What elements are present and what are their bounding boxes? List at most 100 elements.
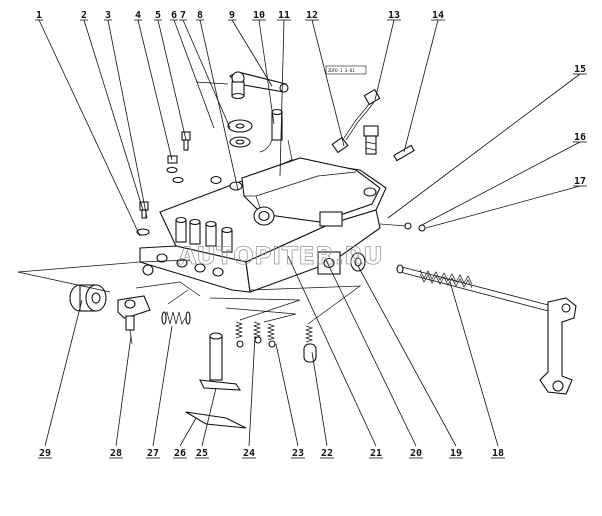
pin — [393, 144, 415, 162]
callout-number: 24 — [243, 448, 255, 459]
callout-27: 27 — [146, 325, 173, 459]
callout-number: 9 — [229, 10, 235, 21]
callout-leader — [311, 19, 345, 147]
callout-number: 23 — [292, 448, 304, 459]
callout-1: 1 — [35, 10, 141, 237]
callout-22: 22 — [311, 351, 334, 459]
callout-number: 19 — [450, 448, 462, 459]
plunger-pin — [185, 332, 247, 429]
callout-21: 21 — [287, 255, 383, 459]
callout-28: 28 — [109, 335, 132, 459]
callout-29: 29 — [38, 299, 83, 459]
callout-4: 4 — [134, 10, 173, 161]
callout-24: 24 — [242, 335, 256, 459]
callout-number: 10 — [253, 10, 265, 21]
callout-6: 6 — [170, 10, 215, 129]
callout-number: 27 — [147, 448, 159, 459]
callout-number: 4 — [135, 10, 141, 21]
callout-25: 25 — [195, 387, 217, 459]
callout-leader — [201, 387, 217, 447]
callout-number: 15 — [574, 64, 586, 75]
callout-leader — [449, 281, 499, 447]
callout-leader — [374, 19, 395, 101]
callout-number: 20 — [410, 448, 422, 459]
callout-leader — [325, 259, 417, 447]
callout-leader — [115, 335, 132, 447]
callout-leader — [248, 335, 256, 447]
callout-leader — [311, 351, 328, 447]
callout-18: 18 — [449, 281, 505, 459]
link-pins — [379, 222, 426, 232]
callout-leader — [83, 19, 144, 211]
callout-leader — [279, 19, 285, 177]
callout-leader — [199, 19, 239, 191]
callout-number: 17 — [574, 176, 586, 187]
callout-leader — [182, 19, 231, 129]
callout-leader — [179, 417, 197, 447]
callout-leader — [137, 19, 173, 161]
top-lever — [195, 71, 289, 153]
watermark: AUTOPITER.RU — [178, 242, 383, 270]
callout-26: 26 — [173, 417, 197, 459]
projection-lines — [17, 259, 362, 325]
callout-leader — [275, 343, 299, 447]
callout-leader — [419, 141, 581, 227]
pressure-sensor: ZDFD-1 3-01 — [325, 65, 381, 155]
callout-10: 10 — [252, 10, 275, 125]
callout-11: 11 — [277, 10, 291, 177]
callout-leader — [152, 325, 173, 447]
small-springs — [234, 321, 317, 363]
callout-8: 8 — [196, 10, 239, 191]
callout-leader — [44, 299, 83, 447]
callout-leader — [387, 73, 581, 219]
callout-leader — [38, 19, 141, 237]
callout-12: 12 — [305, 10, 345, 147]
callout-17: 17 — [425, 176, 587, 229]
bottom-cap — [69, 284, 107, 312]
callout-leader — [357, 265, 457, 447]
callout-number: 2 — [81, 10, 87, 21]
callout-number: 5 — [155, 10, 161, 21]
callout-23: 23 — [275, 343, 305, 459]
callout-number: 21 — [370, 448, 382, 459]
selector-fork — [117, 295, 151, 345]
callout-number: 12 — [306, 10, 318, 21]
callout-3: 3 — [104, 10, 148, 219]
callout-leader — [403, 19, 439, 153]
callout-number: 1 — [36, 10, 42, 21]
callout-number: 18 — [492, 448, 504, 459]
callout-number: 3 — [105, 10, 111, 21]
callout-leader — [425, 185, 581, 229]
callout-leader — [287, 255, 377, 447]
spring-27 — [161, 310, 191, 326]
callout-number: 11 — [278, 10, 290, 21]
small-bolts — [136, 131, 191, 236]
callout-leader — [173, 19, 215, 129]
shift-rod-assembly — [350, 252, 577, 395]
callout-13: 13 — [374, 10, 401, 101]
valve-housing — [139, 139, 387, 293]
callout-number: 29 — [39, 448, 51, 459]
callout-19: 19 — [357, 265, 463, 459]
callout-20: 20 — [325, 259, 423, 459]
callout-leader — [258, 19, 275, 125]
callout-14: 14 — [403, 10, 445, 153]
callout-number: 13 — [388, 10, 400, 21]
callout-number: 14 — [432, 10, 444, 21]
washers — [227, 119, 253, 148]
callout-16: 16 — [419, 132, 587, 227]
callout-number: 25 — [196, 448, 208, 459]
callout-number: 22 — [321, 448, 333, 459]
callout-number: 28 — [110, 448, 122, 459]
callout-leader — [231, 19, 273, 87]
callout-number: 8 — [197, 10, 203, 21]
callout-number: 26 — [174, 448, 186, 459]
callout-2: 2 — [80, 10, 144, 211]
callout-7: 7 — [179, 10, 231, 129]
callout-number: 6 — [171, 10, 177, 21]
callout-9: 9 — [228, 10, 273, 87]
callout-leader — [157, 19, 187, 141]
